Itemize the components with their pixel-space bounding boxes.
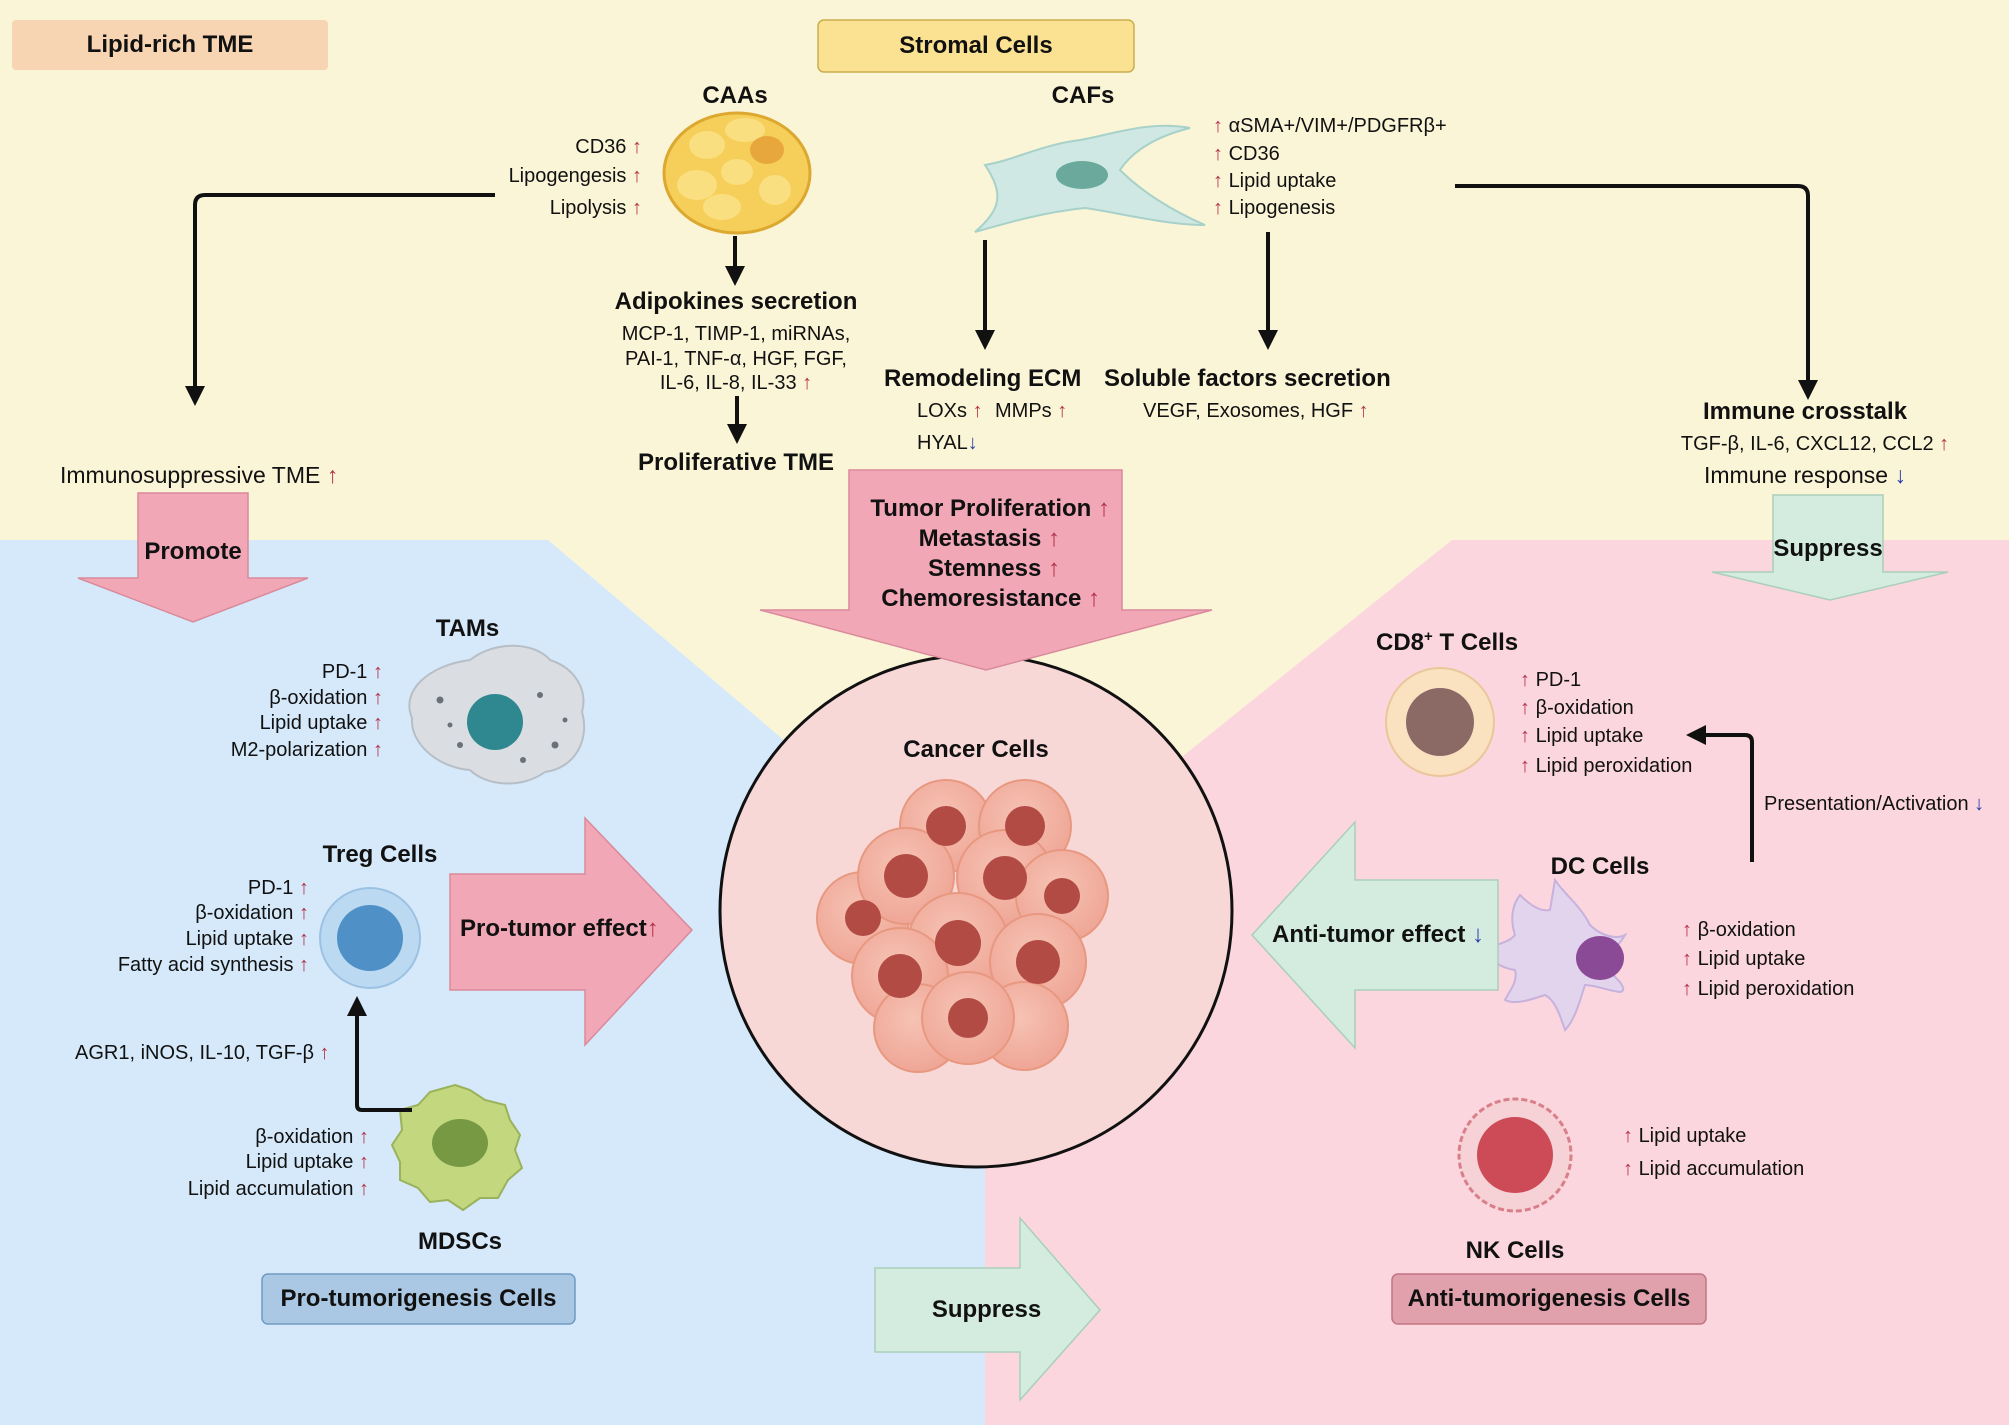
immune-response-label: Immune response ↓ xyxy=(1704,462,1906,488)
cancer-cluster-graphic xyxy=(816,779,1109,1073)
suppress-right-arrow xyxy=(1711,494,1949,601)
pro-tumor-arrow xyxy=(449,816,694,1047)
promote-label: Promote xyxy=(144,538,242,565)
tumor-effect-4: Chemoresistance ↑ xyxy=(881,585,1100,612)
tumor-effect-2: Metastasis ↑ xyxy=(918,525,1060,552)
tumor-effect-1: Tumor Proliferation ↑ xyxy=(870,495,1110,522)
cafs-marker-1: ↑ αSMA+/VIM+/PDGFRβ+ xyxy=(1213,115,1447,137)
anti-tumorigenesis-box xyxy=(1391,1273,1707,1325)
dc-cell-graphic xyxy=(1480,877,1628,1032)
treg-cell-graphic xyxy=(319,887,421,989)
adipokines-line-3: IL-6, IL-8, IL-33 ↑ xyxy=(659,372,813,394)
promote-arrow xyxy=(77,492,309,623)
cd8-marker-3: ↑ Lipid uptake xyxy=(1520,725,1644,747)
lipid-rich-label: Lipid-rich TME xyxy=(86,31,254,58)
immune-crosstalk-factors: TGF-β, IL-6, CXCL12, CCL2 ↑ xyxy=(1680,433,1950,455)
cancer-cells-title: Cancer Cells xyxy=(903,736,1049,763)
soluble-factors-list: VEGF, Exosomes, HGF ↑ xyxy=(1143,400,1369,422)
dc-to-cd8-arrow xyxy=(1686,725,1754,862)
cafs-marker-4: ↑ Lipogenesis xyxy=(1213,197,1336,219)
presentation-activation-label: Presentation/Activation ↓ xyxy=(1764,793,1985,815)
suppress-bottom-label: Suppress xyxy=(931,1296,1042,1323)
nk-marker-2: ↑ Lipid accumulation xyxy=(1623,1158,1805,1180)
cd8-marker-1: ↑ PD-1 xyxy=(1520,669,1582,691)
caas-marker-cd36: CD36 ↑ xyxy=(575,136,642,158)
tams-marker-2: β-oxidation ↑ xyxy=(269,687,383,709)
nk-marker-1: ↑ Lipid uptake xyxy=(1623,1125,1747,1147)
mdsc-marker-2: Lipid uptake ↑ xyxy=(245,1151,369,1173)
stromal-cells-label: Stromal Cells xyxy=(899,32,1053,59)
treg-marker-2: β-oxidation ↑ xyxy=(195,902,309,924)
tams-title: TAMs xyxy=(435,615,500,642)
tam-cell-graphic xyxy=(408,644,586,785)
immunosuppressive-tme-label: Immunosuppressive TME ↑ xyxy=(60,462,339,488)
ecm-mmps: MMPs ↑ xyxy=(995,400,1068,422)
dc-title: DC Cells xyxy=(1550,853,1650,880)
pro-tumorigenesis-box xyxy=(261,1273,576,1325)
immune-crosstalk-title: Immune crosstalk xyxy=(1702,398,1908,425)
soluble-factors-title: Soluble factors secretion xyxy=(1104,365,1391,392)
mdsc-to-treg-arrow xyxy=(347,996,412,1112)
anti-tumor-effect-label: Anti-tumor effect ↓ xyxy=(1272,921,1484,948)
anti-tumorigenesis-label: Anti-tumorigenesis Cells xyxy=(1407,1285,1691,1312)
caa-to-immuno-arrow xyxy=(185,193,495,406)
cd8-marker-2: ↑ β-oxidation xyxy=(1520,697,1634,719)
pro-tumor-effect-label: Pro-tumor effect↑ xyxy=(460,915,659,942)
tams-marker-4: M2-polarization ↑ xyxy=(230,739,383,761)
caas-marker-lipolysis: Lipolysis ↑ xyxy=(549,197,642,219)
caas-marker-lipogenesis: Lipogengesis ↑ xyxy=(508,165,642,187)
adipokines-line-2: PAI-1, TNF-α, HGF, FGF, xyxy=(625,348,847,370)
remodeling-ecm-title: Remodeling ECM xyxy=(884,365,1082,392)
dc-marker-1: ↑ β-oxidation xyxy=(1682,919,1796,941)
tumor-effects-arrow xyxy=(759,469,1213,671)
tumor-effect-3: Stemness ↑ xyxy=(927,555,1060,582)
caas-title: CAAs xyxy=(702,82,768,109)
mdsc-factors: AGR1, iNOS, IL-10, TGF-β ↑ xyxy=(75,1042,330,1064)
nk-title: NK Cells xyxy=(1465,1237,1565,1264)
treg-title: Treg Cells xyxy=(322,841,438,868)
pro-tumorigenesis-label: Pro-tumorigenesis Cells xyxy=(280,1285,557,1312)
treg-marker-4: Fatty acid synthesis ↑ xyxy=(117,954,309,976)
caf-to-immune-arrow xyxy=(1455,184,1818,400)
tams-marker-1: PD-1 ↑ xyxy=(321,661,383,683)
nk-cell-graphic xyxy=(1457,1097,1573,1213)
lipid-rich-box xyxy=(12,20,328,70)
caa-cell-graphic xyxy=(662,111,812,235)
treg-marker-3: Lipid uptake ↑ xyxy=(185,928,309,950)
suppress-bottom-arrow xyxy=(874,1215,1101,1402)
mdscs-title: MDSCs xyxy=(417,1228,502,1255)
cd8-title: CD8+ T Cells xyxy=(1376,628,1519,656)
mdsc-marker-3: Lipid accumulation ↑ xyxy=(187,1178,369,1200)
ecm-loxs: LOXs ↑ xyxy=(917,400,983,422)
adipokines-line-1: MCP-1, TIMP-1, miRNAs, xyxy=(621,323,851,345)
cafs-marker-2: ↑ CD36 xyxy=(1213,143,1280,165)
ecm-hyal: HYAL↓ xyxy=(917,432,978,454)
mdsc-marker-1: β-oxidation ↑ xyxy=(255,1126,369,1148)
treg-marker-1: PD-1 ↑ xyxy=(247,877,309,899)
adipokines-title: Adipokines secretion xyxy=(614,288,858,315)
caf-cell-graphic xyxy=(974,124,1206,233)
cd8-cell-graphic xyxy=(1385,667,1495,777)
proliferative-tme-label: Proliferative TME xyxy=(637,449,835,476)
cafs-title: CAFs xyxy=(1051,82,1115,109)
tams-marker-3: Lipid uptake ↑ xyxy=(259,712,383,734)
dc-marker-2: ↑ Lipid uptake xyxy=(1682,948,1806,970)
mdsc-cell-graphic xyxy=(390,1083,524,1212)
anti-tumor-arrow xyxy=(1250,820,1499,1050)
suppress-right-label: Suppress xyxy=(1773,535,1883,562)
stromal-box xyxy=(817,19,1135,73)
cd8-marker-4: ↑ Lipid peroxidation xyxy=(1520,755,1693,777)
cafs-marker-3: ↑ Lipid uptake xyxy=(1213,170,1337,192)
dc-marker-3: ↑ Lipid peroxidation xyxy=(1682,978,1855,1000)
